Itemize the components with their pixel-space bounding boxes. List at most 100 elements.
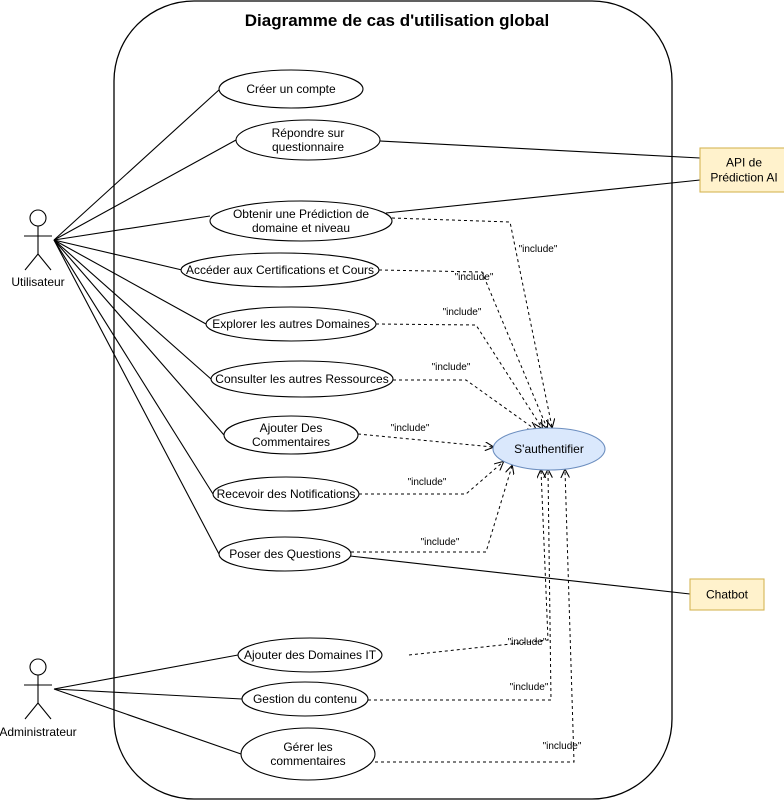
use-case-shape <box>240 727 376 781</box>
association-user-certif <box>53 239 183 271</box>
include-label-gerer: "include" <box>543 741 582 752</box>
include-arrow-consulter <box>393 379 536 430</box>
actor-body <box>37 702 52 720</box>
association-admin-gestion <box>53 688 243 700</box>
diagram-title: Diagramme de cas d'utilisation global <box>245 11 549 30</box>
use-case-explorer[interactable]: Explorer les autres Domaines <box>205 306 377 342</box>
use-case-label: Poser des Questions <box>229 547 340 561</box>
use-case-label: Commentaires <box>252 435 330 449</box>
include-arrow-ajouter_dom <box>408 470 549 656</box>
use-case-label: domaine et niveau <box>252 221 350 235</box>
association-user-consulter <box>53 239 212 380</box>
include-arrow-gestion <box>368 470 551 701</box>
association-admin-ajouter_dom <box>53 654 239 690</box>
use-case-shape <box>212 476 360 512</box>
use-case-label: Accéder aux Certifications et Cours <box>186 263 374 277</box>
association-poser-chatbot <box>349 555 691 595</box>
use-case-label: questionnaire <box>272 140 344 154</box>
association-repondre-api <box>379 140 701 159</box>
external-system-chatbot[interactable]: Chatbot <box>689 578 765 611</box>
actor-head-icon <box>29 658 47 676</box>
use-case-certif[interactable]: Accéder aux Certifications et Cours <box>180 252 380 288</box>
use-case-label: Gestion du contenu <box>253 692 357 706</box>
association-user-poser <box>53 239 220 555</box>
include-arrow-notif <box>359 462 503 495</box>
actor-admin: Administrateur <box>0 658 77 739</box>
use-case-label: Ajouter des Domaines IT <box>244 648 377 662</box>
use-case-notif[interactable]: Recevoir des Notifications <box>212 476 360 512</box>
include-label-explorer: "include" <box>443 307 482 318</box>
use-case-gestion[interactable]: Gestion du contenu <box>241 681 369 717</box>
use-case-label: commentaires <box>270 754 345 768</box>
use-case-label: S'authentifier <box>514 442 584 456</box>
include-arrow-certif <box>378 269 547 428</box>
include-dependencies: "include" "include" "include" "include" "inc… <box>351 217 582 763</box>
include-arrow-ajouter_com <box>357 433 493 447</box>
use-case-shape <box>180 252 380 288</box>
use-case-shape <box>241 681 369 717</box>
external-system-label: Prédiction AI <box>710 171 777 185</box>
use-case-ajouter_dom[interactable]: Ajouter des Domaines IT <box>237 637 383 673</box>
use-case-creer[interactable]: Créer un compte <box>218 69 364 109</box>
external-system-label: API de <box>726 156 762 170</box>
include-label-obtenir: "include" <box>519 244 558 255</box>
use-case-shape <box>218 69 364 109</box>
use-case-label: Créer un compte <box>246 82 336 96</box>
use-case-shape <box>237 637 383 673</box>
external-system-box <box>689 578 765 611</box>
actor-label: Administrateur <box>0 725 77 739</box>
system-boundary <box>113 0 673 800</box>
association-user-explorer <box>53 239 207 325</box>
use-case-shape <box>223 415 359 455</box>
use-case-shape <box>235 119 381 161</box>
use-case-poser[interactable]: Poser des Questions <box>218 536 352 572</box>
actor-body <box>24 702 39 720</box>
association-admin-gerer <box>53 688 242 755</box>
use-case-label: Recevoir des Notifications <box>217 487 356 501</box>
use-case-shape <box>492 427 606 471</box>
use-case-label: Consulter les autres Ressources <box>215 372 388 386</box>
include-arrow-explorer <box>375 323 542 428</box>
association-user-creer <box>53 88 221 241</box>
actor-body <box>37 253 52 271</box>
association-obtenir-api <box>385 179 701 214</box>
use-case-shape <box>218 536 352 572</box>
include-arrow-poser <box>351 466 512 553</box>
association-user-obtenir <box>53 215 211 241</box>
include-label-ajouter_dom: "include" <box>508 637 547 648</box>
include-label-poser: "include" <box>421 537 460 548</box>
use-case-label: Explorer les autres Domaines <box>212 317 369 331</box>
include-label-gestion: "include" <box>510 682 549 693</box>
include-label-consulter: "include" <box>432 362 471 373</box>
include-arrow-gerer <box>375 470 575 763</box>
association-lines <box>53 88 701 755</box>
use-case-consulter[interactable]: Consulter les autres Ressources <box>210 360 394 398</box>
actor-body <box>24 253 39 271</box>
use-case-auth[interactable]: S'authentifier <box>492 427 606 471</box>
include-label-certif: "include" <box>455 272 494 283</box>
use-case-shape <box>205 306 377 342</box>
actor-label: Utilisateur <box>11 275 64 289</box>
use-case-label: Obtenir une Prédiction de <box>233 207 369 221</box>
association-user-repondre <box>53 139 237 241</box>
use-case-label: Gérer les <box>283 740 332 754</box>
external-system-label: Chatbot <box>706 588 749 602</box>
include-label-ajouter_com: "include" <box>391 423 430 434</box>
include-label-notif: "include" <box>408 477 447 488</box>
association-user-notif <box>53 239 214 495</box>
use-case-label: Répondre sur <box>272 126 345 140</box>
use-case-shape <box>209 200 393 242</box>
actor-head-icon <box>29 209 47 227</box>
use-case-label: Ajouter Des <box>260 421 323 435</box>
external-system-box <box>699 147 784 193</box>
actor-user: Utilisateur <box>11 209 65 289</box>
use-case-shape <box>210 360 394 398</box>
association-user-ajouter_com <box>53 239 225 436</box>
